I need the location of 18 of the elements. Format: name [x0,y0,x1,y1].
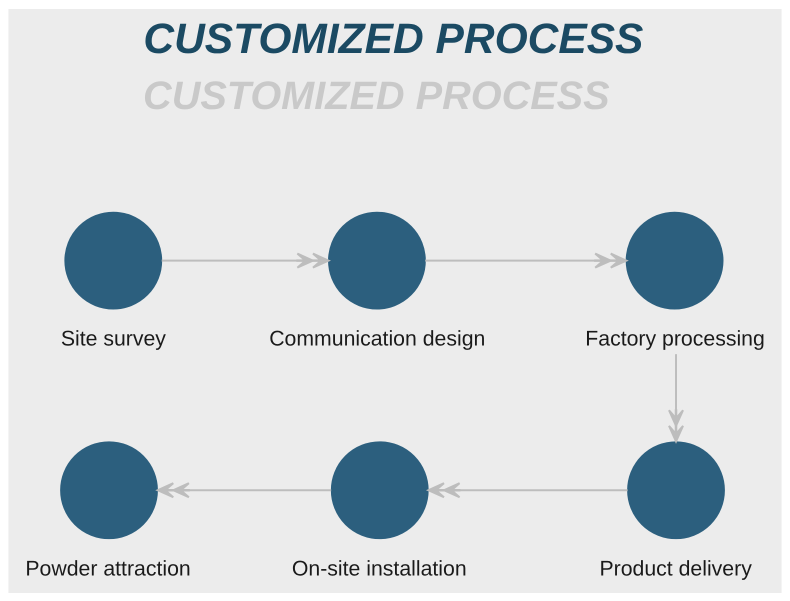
node-circle [626,211,724,309]
node-label: Site survey [60,326,166,350]
node-circle [64,211,162,309]
node-label: Product delivery [599,556,752,580]
node-circle [627,440,725,539]
node-circle [328,211,426,309]
diagram-title: CUSTOMIZED PROCESS [143,15,644,62]
arrow [156,482,332,498]
arrow [425,252,628,268]
node-label: Factory processing [585,326,765,350]
arrow [668,354,684,442]
node-circle [330,440,429,539]
node-label: On-site installation [292,556,467,580]
node-label: Powder attraction [25,556,191,580]
arrow [427,482,628,498]
node-label: Communication design [269,326,486,350]
node-circle [60,440,158,539]
arrow [162,252,330,268]
